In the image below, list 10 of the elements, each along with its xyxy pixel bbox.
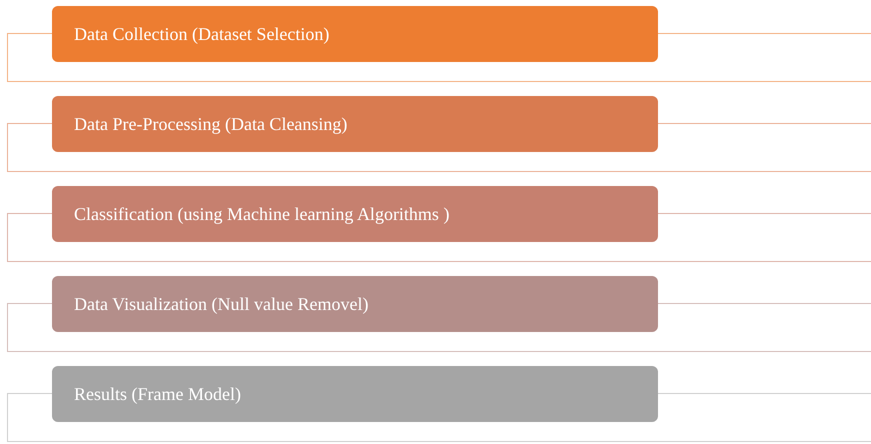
step-label: Data Pre-Processing (Data Cleansing) bbox=[74, 112, 348, 136]
step-box bbox=[52, 276, 658, 332]
step-label: Data Visualization (Null value Removel) bbox=[74, 292, 370, 316]
step-box bbox=[52, 186, 658, 242]
step-label: Data Collection (Dataset Selection) bbox=[74, 22, 330, 46]
step-box bbox=[52, 6, 658, 62]
step-box bbox=[52, 96, 658, 152]
step-label: Results (Frame Model) bbox=[74, 382, 242, 406]
step-label: Classification (using Machine learning Algorithms ) bbox=[74, 202, 450, 226]
step-box bbox=[52, 366, 658, 422]
